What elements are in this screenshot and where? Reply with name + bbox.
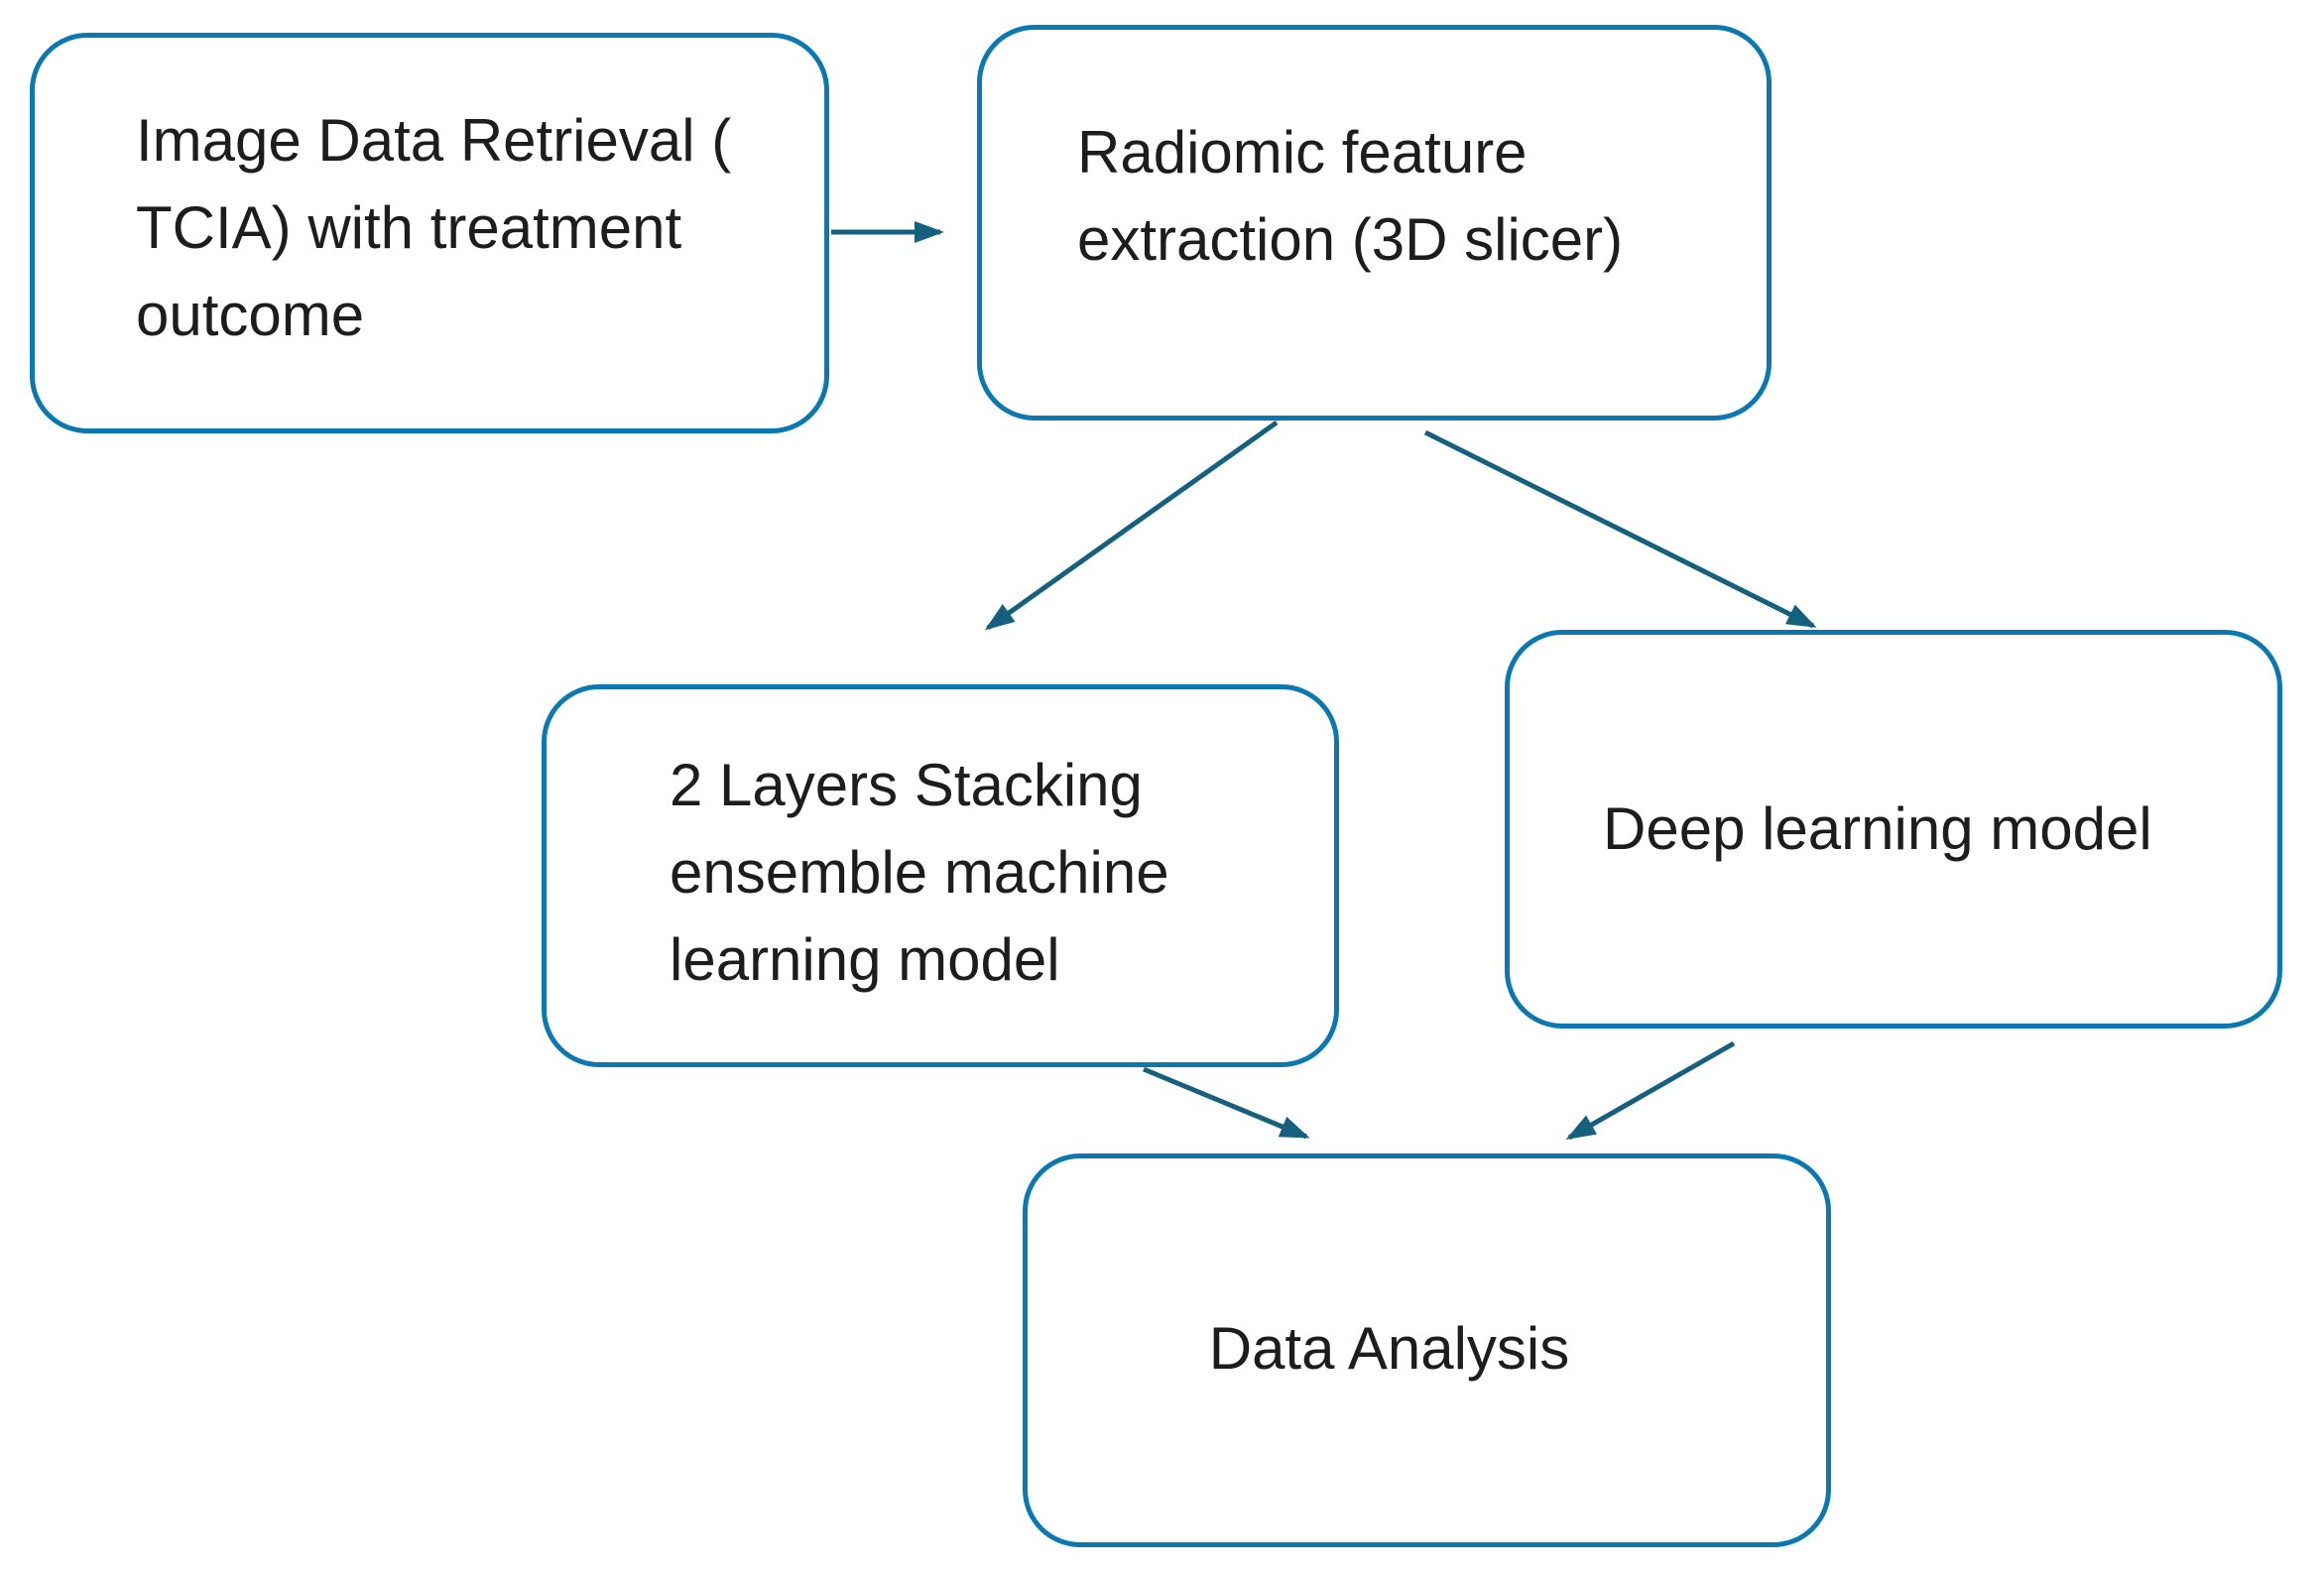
arrow-stacking-ensemble-model-to-data-analysis [1143, 1066, 1310, 1140]
arrow-radiomic-feature-extraction-to-stacking-ensemble-model [984, 420, 1279, 631]
node-image-data-retrieval: Image Data Retrieval ( TCIA) with treatm… [30, 33, 829, 433]
node-radiomic-feature-extraction: Radiomic feature extraction (3D slicer) [977, 25, 1772, 421]
node-stacking-ensemble-model-label: 2 Layers Stacking ensemble machine learn… [670, 752, 1169, 993]
node-data-analysis: Data Analysis [1023, 1153, 1831, 1547]
node-deep-learning-model-label: Deep learning model [1603, 795, 2152, 862]
arrow-deep-learning-model-to-data-analysis [1565, 1040, 1736, 1141]
node-deep-learning-model: Deep learning model [1505, 630, 2282, 1029]
node-radiomic-feature-extraction-label: Radiomic feature extraction (3D slicer) [1077, 119, 1624, 273]
node-image-data-retrieval-label: Image Data Retrieval ( TCIA) with treatm… [136, 107, 732, 348]
arrow-radiomic-feature-extraction-to-deep-learning-model [1423, 429, 1817, 629]
node-data-analysis-label: Data Analysis [1208, 1314, 1570, 1382]
node-stacking-ensemble-model: 2 Layers Stacking ensemble machine learn… [542, 684, 1339, 1067]
